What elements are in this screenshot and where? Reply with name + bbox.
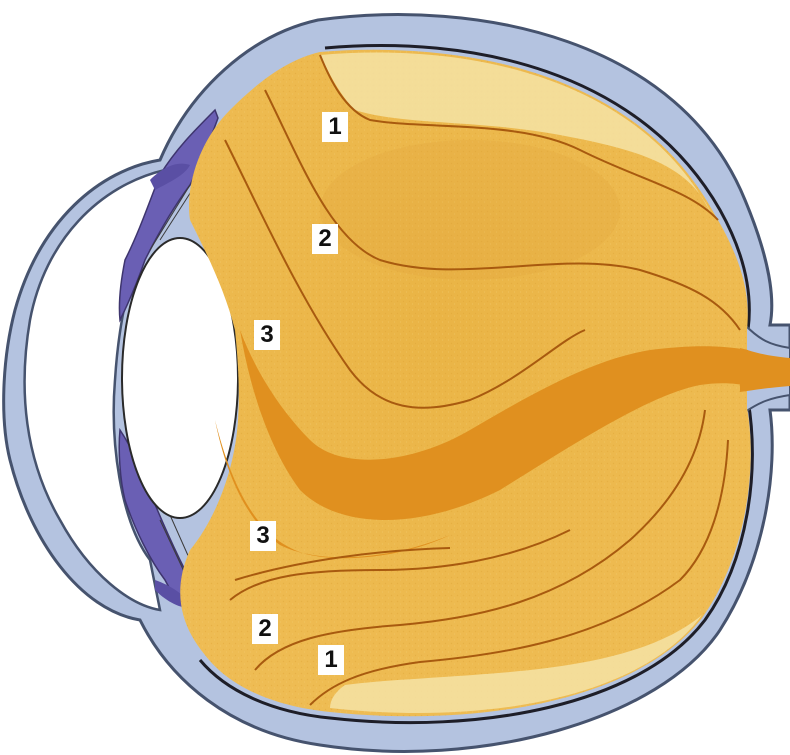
label-top-1: 1 bbox=[322, 112, 348, 142]
label-bottom-3: 3 bbox=[250, 521, 276, 551]
label-bottom-2: 2 bbox=[252, 614, 278, 644]
label-bottom-1: 1 bbox=[318, 645, 344, 675]
label-top-2: 2 bbox=[312, 224, 338, 254]
label-top-3: 3 bbox=[254, 320, 280, 350]
